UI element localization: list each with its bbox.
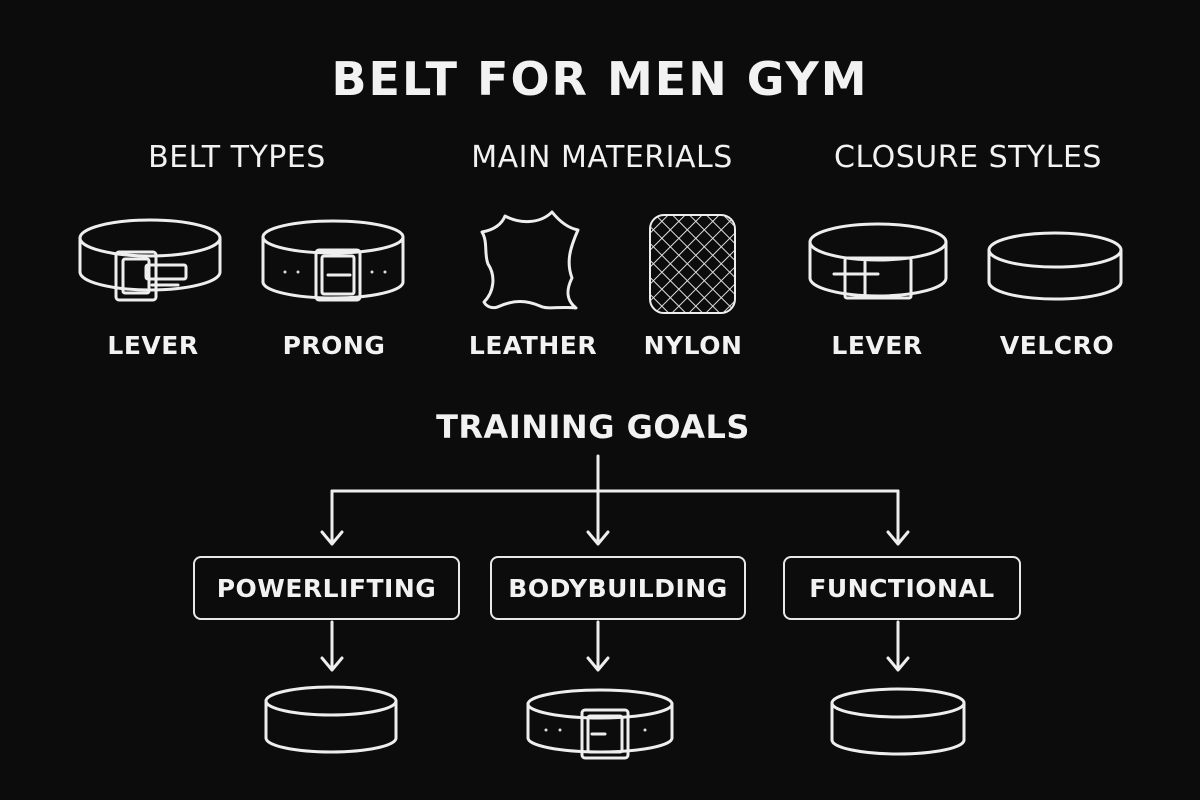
goal-box-powerlifting: POWERLIFTING <box>193 556 460 620</box>
nylon-mesh-icon <box>649 214 736 314</box>
plain-belt-icon <box>830 687 966 756</box>
lever-closure-icon <box>808 222 948 300</box>
item-label-leather: LEATHER <box>468 331 598 360</box>
item-label-prong: PRONG <box>282 331 386 360</box>
item-label-nylon: NYLON <box>643 331 743 360</box>
leather-hide-icon <box>480 210 580 310</box>
item-label-lever: LEVER <box>107 331 199 360</box>
item-label-velcro: VELCRO <box>999 331 1115 360</box>
prong-belt-icon <box>261 219 405 302</box>
section-label-closure-styles: CLOSURE STYLES <box>834 140 1102 175</box>
plain-belt-icon <box>264 685 398 754</box>
section-label-main-materials: MAIN MATERIALS <box>471 140 733 175</box>
item-label-lever-closure: LEVER <box>831 331 923 360</box>
velcro-belt-icon <box>987 231 1123 301</box>
goal-box-functional: FUNCTIONAL <box>783 556 1021 620</box>
section-label-belt-types: BELT TYPES <box>148 140 326 175</box>
connector-lines <box>320 454 910 672</box>
lever-belt-icon <box>78 218 222 302</box>
page-title: BELT FOR MEN GYM <box>331 52 869 106</box>
buckle-belt-icon <box>526 688 674 760</box>
training-goals-title: TRAINING GOALS <box>436 408 750 446</box>
goal-box-bodybuilding: BODYBUILDING <box>490 556 746 620</box>
